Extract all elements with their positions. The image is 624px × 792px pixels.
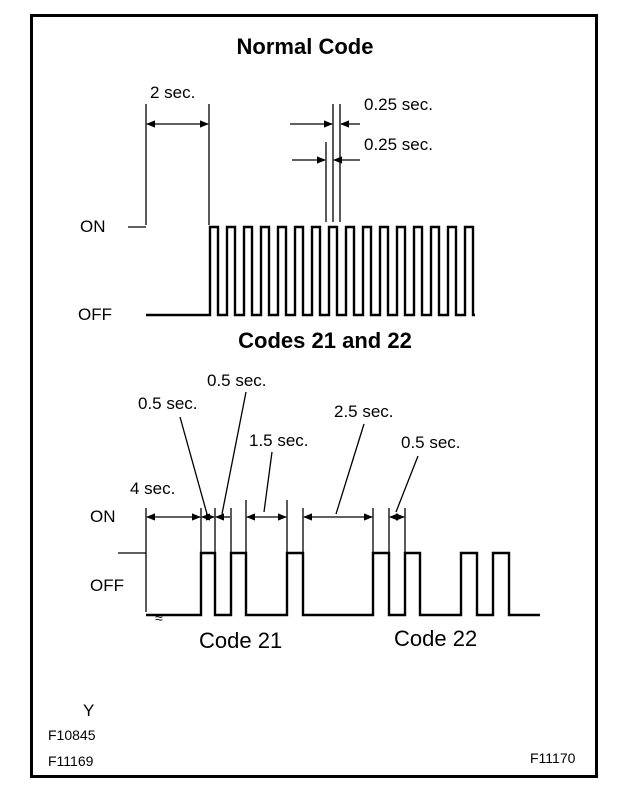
normal-code-title: Normal Code <box>237 34 374 59</box>
normal-code-waveform <box>146 225 475 317</box>
codes-dim-4sec-label: 4 sec. <box>130 479 175 498</box>
normal-dim-025b-label: 0.25 sec. <box>364 135 433 154</box>
codes-dim-05a-label: 0.5 sec. <box>138 394 198 413</box>
codes-dim-05b-leader <box>221 391 247 515</box>
code-22-label: Code 22 <box>394 626 477 651</box>
codes-on-label: ON <box>90 507 116 526</box>
codes-dim-15-label: 1.5 sec. <box>249 431 309 450</box>
codes-dim-25-leader <box>335 423 365 515</box>
code-21-label: Code 21 <box>199 628 282 653</box>
normal-on-label: ON <box>80 217 106 236</box>
normal-off-label: OFF <box>78 305 112 324</box>
figure-id-f11169: F11169 <box>48 753 94 769</box>
codes-dim-25-label: 2.5 sec. <box>334 402 394 421</box>
codes-title: Codes 21 and 22 <box>238 328 412 353</box>
time-break-mark: ≈ <box>155 610 163 626</box>
normal-dim-2sec-label: 2 sec. <box>150 83 195 102</box>
codes-dim-05a-leader <box>179 416 208 515</box>
normal-dim-025a-label: 0.25 sec. <box>364 95 433 114</box>
codes-dim-05c-label: 0.5 sec. <box>401 433 461 452</box>
figure-id-f10845: F10845 <box>48 727 96 743</box>
codes-off-label: OFF <box>90 576 124 595</box>
y-mark: Y <box>83 701 94 720</box>
codes-dim-05c-leader <box>395 455 419 513</box>
codes-waveform <box>146 551 540 617</box>
codes-dim-05b-label: 0.5 sec. <box>207 371 267 390</box>
figure-id-f11170: F11170 <box>530 750 576 766</box>
codes-dim-15-leader <box>263 451 273 513</box>
diagram-frame <box>30 14 598 778</box>
